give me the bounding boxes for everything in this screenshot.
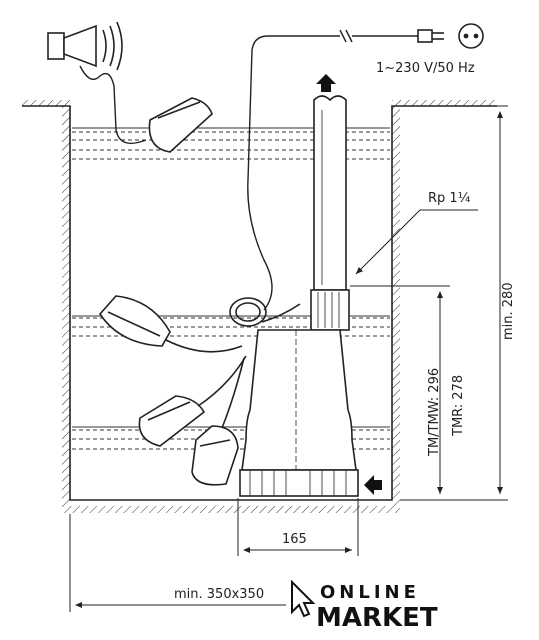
min-height-label: min. 280 bbox=[501, 282, 516, 340]
top-float-switch bbox=[148, 97, 213, 153]
pump-height-dimension bbox=[350, 285, 450, 494]
discharge-pipe bbox=[310, 95, 350, 331]
pump-body bbox=[239, 329, 359, 497]
alarm-horn-icon bbox=[47, 21, 123, 71]
middle-float-switch bbox=[98, 295, 243, 353]
brand-line2: MARKET bbox=[316, 603, 438, 633]
pit-width-label: min. 350x350 bbox=[174, 587, 264, 602]
power-label: 1~230 V/50 Hz bbox=[376, 61, 475, 76]
cursor-logo-icon bbox=[291, 579, 316, 618]
pump-handle bbox=[229, 297, 301, 327]
pump-width-dimension bbox=[237, 498, 359, 556]
pump-width-label: 165 bbox=[282, 532, 307, 547]
inlet-arrow-icon bbox=[364, 475, 382, 495]
tm-height-label: TM/TMW: 296 bbox=[427, 368, 442, 457]
power-cable bbox=[247, 29, 418, 311]
flow-up-arrow-icon bbox=[316, 74, 336, 92]
brand-line1: ONLINE bbox=[320, 582, 420, 603]
ground-hatching bbox=[22, 100, 497, 513]
bottom-float-switch bbox=[191, 357, 245, 486]
tmr-height-label: TMR: 278 bbox=[451, 375, 466, 437]
pipe-thread-label: Rp 1¼ bbox=[428, 191, 471, 206]
online-market-logo: ONLINE MARKET bbox=[286, 576, 442, 636]
power-plug-icon bbox=[417, 23, 484, 49]
height-dimension bbox=[400, 105, 508, 501]
